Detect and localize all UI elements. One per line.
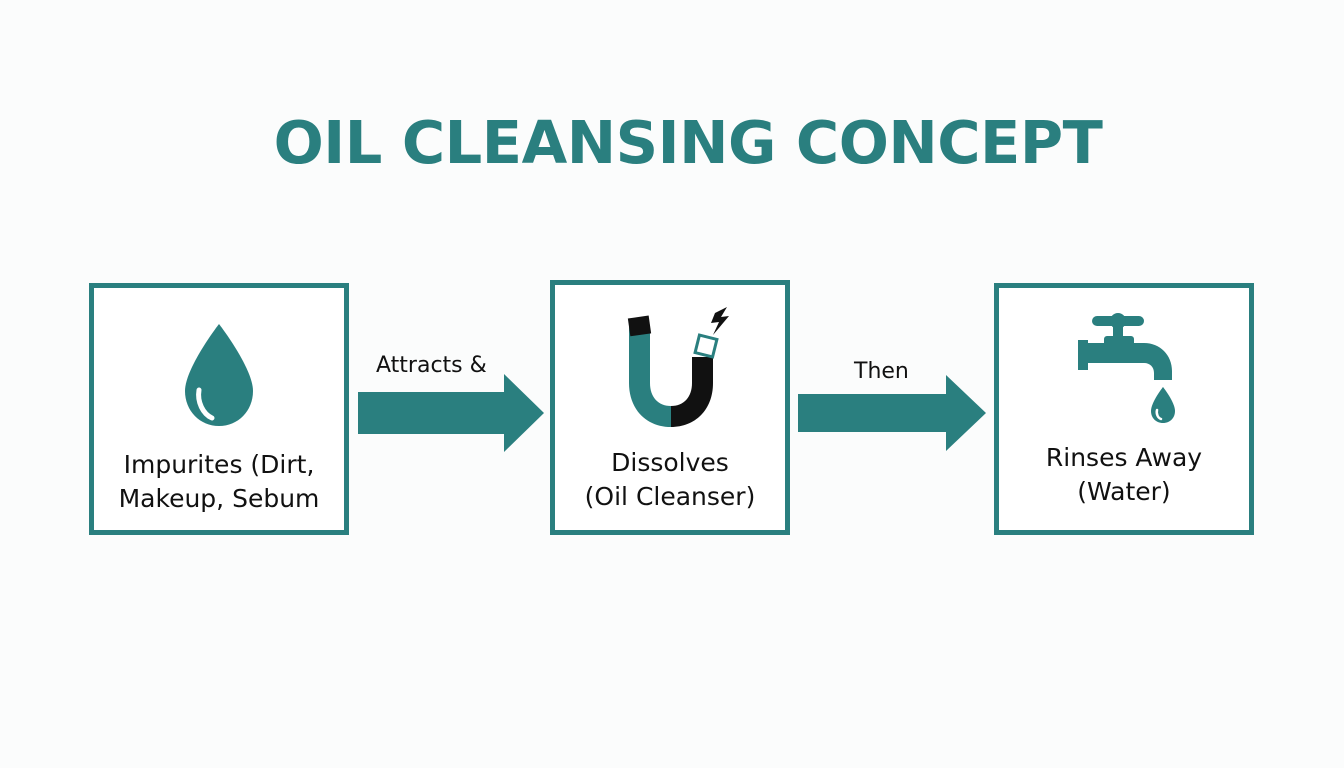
faucet-icon bbox=[1078, 313, 1175, 423]
step-label-dissolves: Dissolves (Oil Cleanser) bbox=[584, 448, 756, 511]
step-box-impurities: Impurites (Dirt, Makeup, Sebum bbox=[89, 283, 349, 535]
connector-label-attracts: Attracts & bbox=[376, 353, 487, 378]
step-box-rinses: Rinses Away (Water) bbox=[994, 283, 1254, 535]
step-label-rinses: Rinses Away (Water) bbox=[1045, 443, 1203, 506]
step-box-dissolves: Dissolves (Oil Cleanser) bbox=[550, 280, 790, 535]
arrow-right-icon bbox=[798, 375, 986, 451]
step-label-impurities: Impurites (Dirt, Makeup, Sebum bbox=[118, 450, 320, 513]
water-drop-icon bbox=[185, 324, 253, 426]
arrow-right-icon bbox=[358, 374, 544, 452]
connector-label-then: Then bbox=[854, 359, 909, 384]
magnet-icon bbox=[627, 307, 729, 427]
diagram-title: OIL CLEANSING CONCEPT bbox=[273, 108, 1103, 177]
